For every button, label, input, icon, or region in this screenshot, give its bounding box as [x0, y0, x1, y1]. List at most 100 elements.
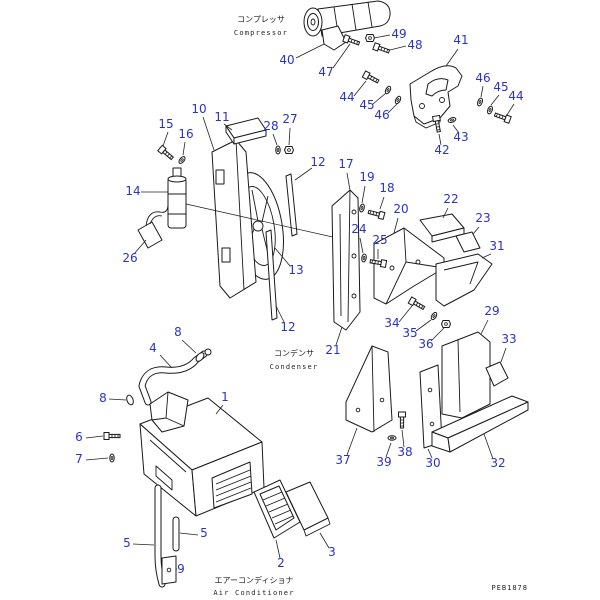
air-conditioner-unit-drawing: [139, 391, 265, 517]
callout-number-5: 5: [123, 536, 131, 550]
washer-part-24: [360, 253, 368, 263]
callout-number-24: 24: [351, 222, 366, 236]
leader-line: [359, 237, 364, 254]
callout-number-14: 14: [125, 184, 140, 198]
leader-line: [108, 398, 127, 401]
leader-line: [445, 48, 459, 67]
leader-line: [430, 327, 445, 342]
bracket-9-drawing: [161, 555, 177, 585]
leader-line: [480, 85, 484, 98]
washer-part-43: [446, 116, 458, 124]
leader-line: [275, 305, 285, 323]
leader-line: [85, 457, 109, 461]
compressor-label-en: Compressor: [234, 29, 288, 37]
condenser-label-en: Condenser: [270, 363, 319, 371]
washer-part-39: [387, 435, 397, 441]
hose-4-drawing: [138, 348, 212, 406]
callout-number-34: 34: [384, 316, 399, 330]
callout-number-18: 18: [379, 181, 394, 195]
leader-line: [480, 319, 489, 335]
leader-line: [295, 43, 325, 59]
callout-number-36: 36: [418, 337, 433, 351]
drawing-code: PEB1878: [491, 584, 528, 592]
leader-line: [379, 196, 385, 210]
callout-number-26: 26: [122, 251, 137, 265]
callout-number-33: 33: [501, 332, 516, 346]
leader-line: [427, 448, 433, 459]
leader-line: [179, 532, 199, 536]
callout-number-17: 17: [338, 157, 353, 171]
panel-29-drawing: [441, 331, 491, 419]
strip-12-lower-drawing: [265, 229, 278, 321]
bolt-part-6: [103, 432, 121, 440]
air-conditioner-label-ja: エアーコンディショナ: [215, 575, 294, 585]
leader-line: [223, 123, 233, 131]
leader-line: [389, 45, 407, 51]
bolt-part-34: [407, 296, 427, 312]
callout-number-3: 3: [328, 545, 336, 559]
callout-number-19: 19: [359, 170, 374, 184]
callout-number-31: 31: [489, 239, 504, 253]
callout-number-46: 46: [374, 108, 389, 122]
callout-number-13: 13: [288, 263, 303, 277]
callout-number-41: 41: [453, 33, 468, 47]
alignment-line: [185, 203, 347, 241]
leader-line: [373, 34, 391, 39]
bracket-20-drawing: [373, 227, 445, 305]
condenser-label-ja: コンデンサ: [274, 348, 314, 358]
receiver-drier-drawing: [167, 167, 187, 229]
leader-line: [353, 80, 367, 97]
leader-line: [159, 354, 173, 369]
plate-32-drawing: [431, 395, 529, 453]
callout-number-11: 11: [214, 110, 229, 124]
callout-number-48: 48: [407, 38, 422, 52]
plate-31-drawing: [435, 253, 493, 307]
nut-part-49: [365, 34, 375, 42]
leader-line: [506, 103, 515, 116]
callout-number-16: 16: [178, 127, 193, 141]
leader-line: [472, 226, 480, 235]
compressor-label-ja: コンプレッサ: [237, 15, 285, 24]
washer-part-19: [358, 203, 366, 213]
bracket-41-drawing: [409, 65, 463, 129]
leader-line: [332, 43, 351, 69]
leader-line: [275, 539, 281, 559]
callout-number-45: 45: [359, 98, 374, 112]
callout-number-49: 49: [391, 27, 406, 41]
leader-line: [132, 543, 155, 546]
callout-number-38: 38: [397, 445, 412, 459]
leader-line: [162, 131, 169, 147]
leader-line: [181, 339, 197, 354]
callout-number-43: 43: [453, 130, 468, 144]
clamp-part-8-left: [126, 394, 134, 406]
callout-number-27: 27: [282, 112, 297, 126]
leader-line: [85, 435, 104, 439]
leader-line: [500, 347, 507, 363]
leader-line: [274, 247, 291, 267]
leader-line: [361, 185, 366, 204]
leader-line: [182, 141, 186, 156]
callout-number-47: 47: [318, 65, 333, 79]
bolt-part-48: [372, 42, 391, 56]
callout-number-45: 45: [493, 80, 508, 94]
callout-number-40: 40: [279, 53, 294, 67]
callout-number-37: 37: [335, 453, 350, 467]
callout-number-9: 9: [177, 562, 185, 576]
washer-part-16: [177, 155, 187, 165]
leader-line: [346, 172, 351, 191]
callout-number-2: 2: [277, 556, 285, 570]
callout-number-30: 30: [425, 456, 440, 470]
callout-number-4: 4: [149, 341, 157, 355]
callout-number-46: 46: [475, 71, 490, 85]
callout-number-22: 22: [443, 192, 458, 206]
callout-number-28: 28: [263, 119, 278, 133]
block-33-drawing: [485, 361, 509, 387]
callout-number-1: 1: [221, 390, 229, 404]
bracket-26-drawing: [137, 203, 169, 249]
callout-number-32: 32: [490, 456, 505, 470]
leader-line: [387, 103, 398, 114]
callout-number-20: 20: [393, 202, 408, 216]
leader-line: [401, 429, 405, 448]
